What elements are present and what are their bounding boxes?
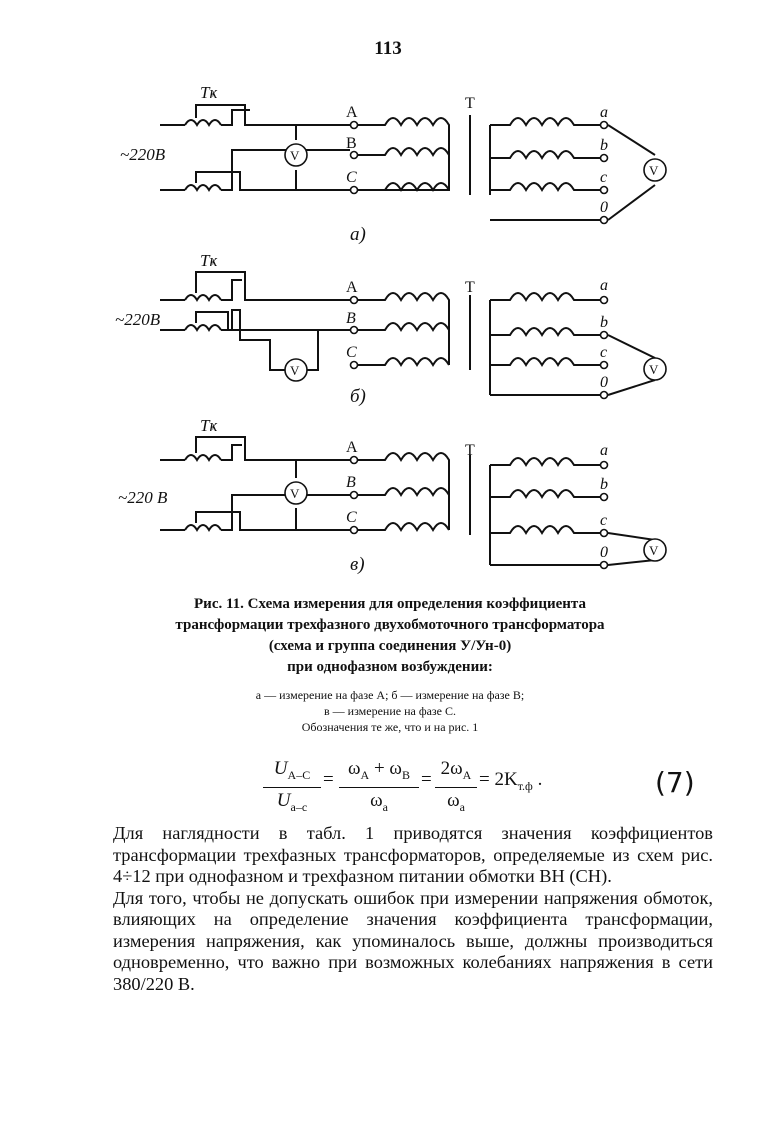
formula-7: UA–C Ua–c = ωA + ωB ωa = 2ωA ωa = 2Kт.ф … [255, 757, 555, 817]
caption-line: (схема и группа соединения У/Ун-0) [268, 638, 512, 654]
terminal-C: C [346, 509, 357, 526]
formula-symbol: ω [447, 789, 460, 811]
terminal-a: a [600, 104, 608, 121]
terminal-0: 0 [600, 544, 608, 561]
formula-symbol: + ω [369, 758, 402, 779]
caption-line: трансформации трехфазного двухобмоточног… [175, 617, 605, 633]
terminal-a: a [600, 442, 608, 459]
terminal-B: B [346, 474, 356, 491]
terminal-c: c [600, 169, 607, 186]
caption-line: Рис. 11. Схема измерения для определения… [194, 596, 586, 612]
formula-subscript: A–C [287, 767, 311, 782]
terminal-C: C [346, 344, 357, 361]
caption-line: при однофазном возбуждении: [287, 659, 493, 675]
terminal-b: b [600, 314, 608, 331]
terminal-B: B [346, 135, 357, 152]
core-label: T [465, 442, 475, 459]
terminal-A: A [346, 439, 358, 456]
paragraph: Для наглядности в табл. 1 приводятся зна… [113, 823, 713, 886]
scheme-sub-label: а) [350, 224, 366, 245]
core-label: T [465, 95, 475, 112]
formula-subscript: т.ф [517, 778, 533, 793]
fraction-voltage: UA–C Ua–c [263, 757, 321, 820]
figure-legend: а — измерение на фазе А; б — измерение н… [130, 687, 650, 735]
terminal-b: b [600, 137, 608, 154]
voltmeter-label: V [649, 163, 659, 178]
formula-symbol: ω [348, 758, 361, 779]
transformer-label: Тҝ [200, 416, 217, 435]
supply-label: ~220В [120, 145, 166, 164]
scheme-c: V V Тҝ ~220 В A B C T a b c 0 в) [118, 416, 667, 575]
formula-subscript: a–c [290, 799, 308, 814]
formula-result: = 2Kт.ф . [479, 769, 542, 794]
voltmeter-label: V [649, 543, 659, 558]
legend-line: а — измерение на фазе А; б — измерение н… [255, 688, 525, 702]
scheme-sub-label: в) [350, 554, 365, 575]
formula-subscript: B [401, 767, 410, 782]
formula-symbol: = 2K [479, 769, 518, 790]
formula-subscript: a [382, 799, 388, 814]
supply-label: ~220В [115, 310, 161, 329]
formula-symbol: . [532, 769, 543, 790]
equals-sign: = [323, 769, 334, 790]
formula-subscript: A [360, 767, 370, 782]
terminal-0: 0 [600, 374, 608, 391]
voltmeter-label: V [649, 362, 659, 377]
transformer-label: Тҝ [200, 83, 217, 102]
terminal-A: A [346, 104, 358, 121]
terminal-A: A [346, 279, 358, 296]
formula-subscript: A [462, 767, 472, 782]
page-number: 113 [374, 38, 402, 59]
formula-subscript: a [459, 799, 465, 814]
scheme-b: V V Тҝ ~220В A B C T a b c 0 б) [115, 251, 667, 407]
equals-sign: = [421, 769, 432, 790]
terminal-a: a [600, 277, 608, 294]
formula-symbol: U [276, 789, 291, 811]
voltmeter-label: V [290, 486, 300, 501]
scheme-sub-label: б) [350, 386, 366, 407]
voltmeter-label: V [290, 363, 300, 378]
equation-number: (7) [655, 766, 695, 799]
legend-line: в — измерение на фазе С. [324, 704, 456, 718]
voltmeter-label: V [290, 148, 300, 163]
core-label: T [465, 279, 475, 296]
formula-symbol: 2ω [440, 758, 463, 779]
fraction-double: 2ωA ωa [435, 757, 477, 820]
terminal-c: c [600, 512, 607, 529]
formula-symbol: ω [370, 789, 383, 811]
transformer-label: Тҝ [200, 251, 217, 270]
terminal-b: b [600, 476, 608, 493]
paragraph: Для того, чтобы не допускать ошибок при … [113, 887, 713, 994]
scheme-a: V V Тҝ ~220В A B C T a b c 0 а) [120, 83, 667, 245]
body-text: Для наглядности в табл. 1 приводятся зна… [113, 823, 713, 995]
terminal-C: C [346, 169, 357, 186]
terminal-0: 0 [600, 199, 608, 216]
figure-caption: Рис. 11. Схема измерения для определения… [130, 594, 650, 678]
terminal-c: c [600, 344, 607, 361]
supply-label: ~220 В [118, 488, 168, 507]
terminal-B: B [346, 310, 356, 327]
fraction-turns: ωA + ωB ωa [339, 757, 419, 820]
formula-symbol: U [273, 758, 288, 779]
legend-line: Обозначения те же, что и на рис. 1 [301, 720, 479, 734]
